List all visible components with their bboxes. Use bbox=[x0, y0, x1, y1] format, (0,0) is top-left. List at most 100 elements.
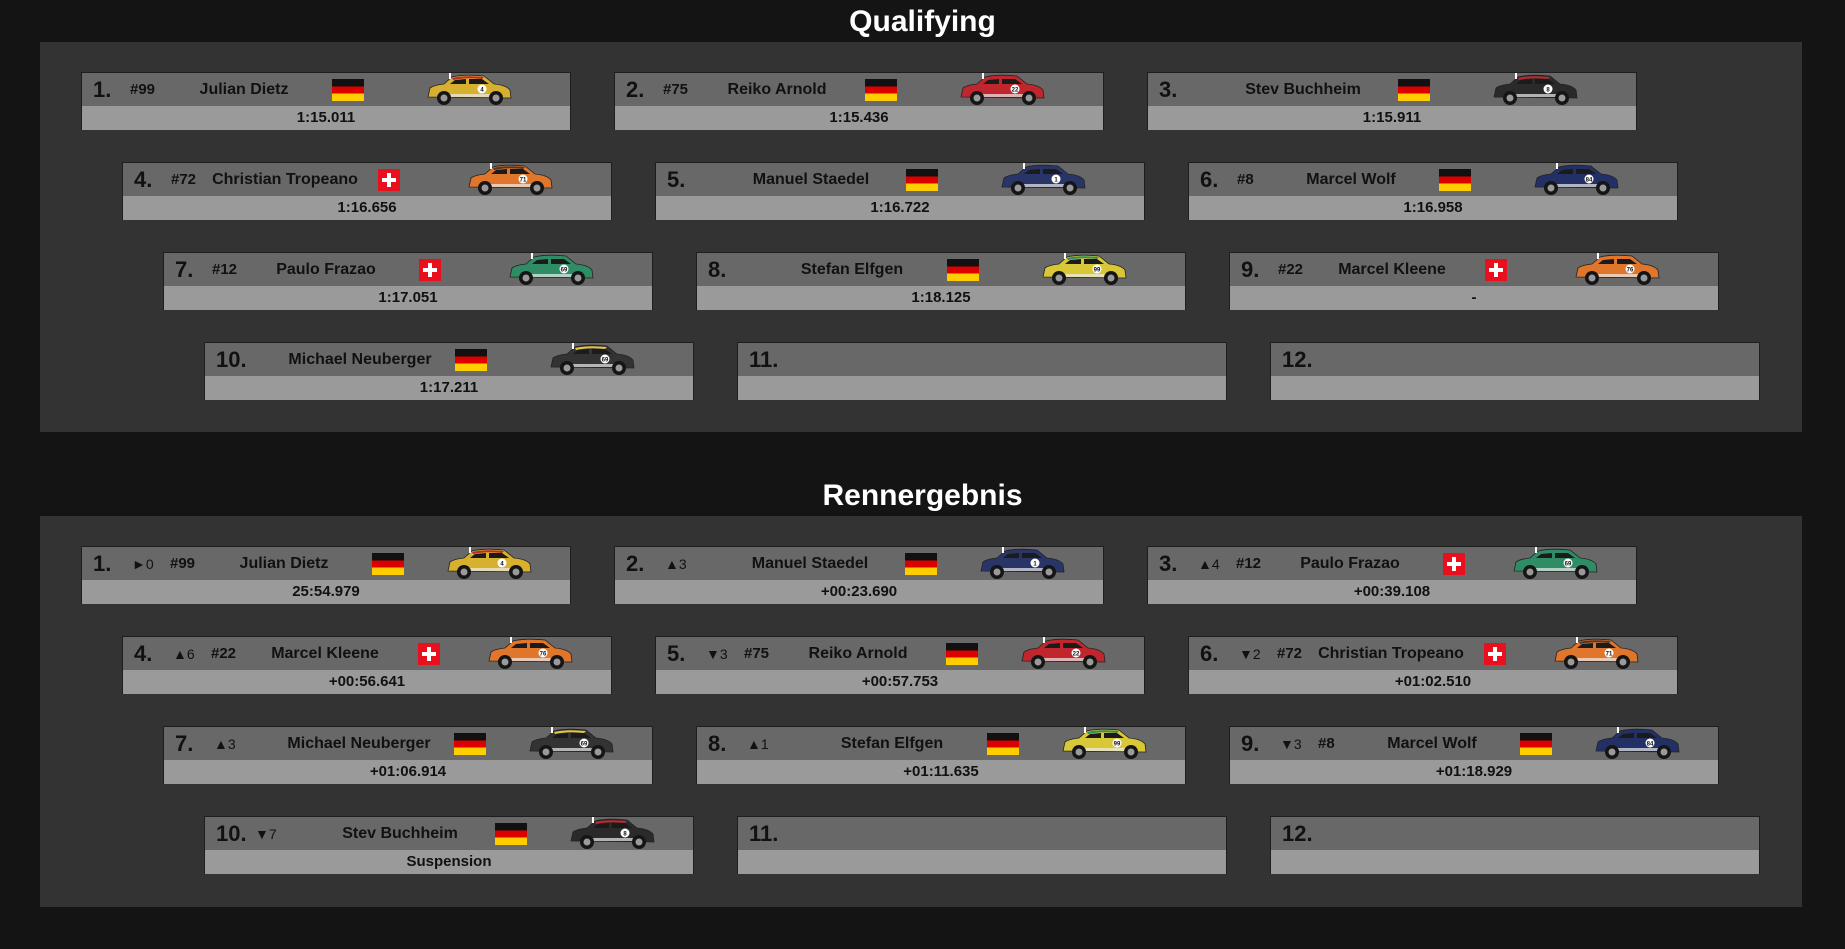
car-icon: 4 bbox=[447, 547, 532, 579]
race-result-title: Rennergebnis bbox=[822, 479, 1023, 512]
driver-name: Stev Buchheim bbox=[342, 825, 458, 842]
lap-time: 1:15.436 bbox=[615, 106, 1103, 130]
lap-time: 25:54.979 bbox=[82, 580, 570, 604]
position-number: 9. bbox=[1241, 257, 1260, 282]
germany-flag-icon bbox=[454, 733, 486, 755]
driver-name: Michael Neuberger bbox=[288, 351, 432, 368]
svg-text:69: 69 bbox=[581, 742, 588, 748]
position-number: 4. bbox=[134, 167, 153, 192]
lap-time: +01:02.510 bbox=[1189, 670, 1677, 694]
position-number: 2. bbox=[626, 551, 645, 576]
svg-text:8: 8 bbox=[1546, 88, 1550, 94]
position-number: 4. bbox=[134, 641, 153, 666]
driver-name: Paulo Frazao bbox=[276, 261, 376, 278]
car-icon: 71 bbox=[468, 163, 553, 195]
position-number: 6. bbox=[1200, 167, 1219, 192]
result-card-header: 11. bbox=[738, 817, 1226, 850]
switzerland-flag-icon bbox=[419, 259, 441, 281]
result-card: 3. Stev Buchheim 8 1:15.911 bbox=[1147, 72, 1637, 130]
position-change: ►0 bbox=[132, 556, 154, 572]
position-number: 8. bbox=[708, 731, 727, 756]
car-icon: 69 bbox=[509, 253, 594, 285]
car-icon: 22 bbox=[960, 73, 1045, 105]
result-card: 11. bbox=[737, 816, 1227, 874]
driver-name: Reiko Arnold bbox=[727, 81, 827, 98]
car-number: #72 bbox=[1277, 645, 1303, 662]
driver-name: Stev Buchheim bbox=[1245, 81, 1361, 98]
lap-time bbox=[1271, 850, 1759, 874]
lap-time: 1:16.656 bbox=[123, 196, 611, 220]
germany-flag-icon bbox=[495, 823, 527, 845]
position-change: ▼2 bbox=[1239, 646, 1261, 662]
position-number: 5. bbox=[667, 167, 686, 192]
position-number: 11. bbox=[749, 821, 779, 846]
car-icon: 71 bbox=[1554, 637, 1639, 669]
germany-flag-icon bbox=[987, 733, 1019, 755]
position-number: 1. bbox=[93, 551, 112, 576]
driver-name: Christian Tropeano bbox=[212, 171, 358, 188]
lap-time: 1:15.011 bbox=[82, 106, 570, 130]
position-number: 5. bbox=[667, 641, 686, 666]
result-card: 11. bbox=[737, 342, 1227, 400]
car-icon: 76 bbox=[488, 637, 573, 669]
switzerland-flag-icon bbox=[378, 169, 400, 191]
lap-time: 1:16.958 bbox=[1189, 196, 1677, 220]
svg-text:69: 69 bbox=[561, 268, 568, 274]
position-change: ▲6 bbox=[173, 646, 195, 662]
car-number: #8 bbox=[1318, 735, 1335, 752]
svg-text:69: 69 bbox=[602, 358, 609, 364]
position-change: ▼3 bbox=[706, 646, 728, 662]
position-number: 6. bbox=[1200, 641, 1219, 666]
driver-name: Marcel Wolf bbox=[1306, 171, 1396, 188]
result-card: 12. bbox=[1270, 816, 1760, 874]
lap-time: +00:23.690 bbox=[615, 580, 1103, 604]
result-card-header: 4. #72 Christian Tropeano 71 bbox=[123, 163, 611, 196]
driver-name: Julian Dietz bbox=[239, 555, 329, 572]
switzerland-flag-icon bbox=[1443, 553, 1465, 575]
result-card-header: 10. Michael Neuberger 69 bbox=[205, 343, 693, 376]
svg-text:69: 69 bbox=[1565, 562, 1572, 568]
position-number: 7. bbox=[175, 731, 194, 756]
car-icon: 84 bbox=[1534, 163, 1619, 195]
lap-time: +00:39.108 bbox=[1148, 580, 1636, 604]
car-icon: 76 bbox=[1575, 253, 1660, 285]
position-change: ▼3 bbox=[1280, 736, 1302, 752]
svg-text:76: 76 bbox=[1627, 268, 1634, 274]
germany-flag-icon bbox=[372, 553, 404, 575]
svg-text:8: 8 bbox=[623, 832, 627, 838]
germany-flag-icon bbox=[1439, 169, 1471, 191]
germany-flag-icon bbox=[455, 349, 487, 371]
position-number: 3. bbox=[1159, 77, 1178, 102]
svg-text:84: 84 bbox=[1647, 742, 1654, 748]
position-number: 10. bbox=[216, 347, 247, 372]
position-change: ▼7 bbox=[255, 826, 277, 842]
position-number: 10. bbox=[216, 821, 247, 846]
svg-text:84: 84 bbox=[1586, 178, 1593, 184]
germany-flag-icon bbox=[865, 79, 897, 101]
car-number: #22 bbox=[1278, 261, 1304, 278]
svg-text:71: 71 bbox=[1606, 652, 1613, 658]
lap-time bbox=[1271, 376, 1759, 400]
svg-text:22: 22 bbox=[1073, 652, 1080, 658]
car-number: #12 bbox=[1236, 555, 1262, 572]
position-number: 9. bbox=[1241, 731, 1260, 756]
lap-time: 1:15.911 bbox=[1148, 106, 1636, 130]
position-number: 12. bbox=[1282, 347, 1313, 372]
car-number: #72 bbox=[171, 171, 197, 188]
position-number: 3. bbox=[1159, 551, 1178, 576]
driver-name: Michael Neuberger bbox=[287, 735, 431, 752]
car-icon: 99 bbox=[1062, 727, 1147, 759]
position-change: ▲4 bbox=[1198, 556, 1220, 572]
svg-text:22: 22 bbox=[1012, 88, 1019, 94]
